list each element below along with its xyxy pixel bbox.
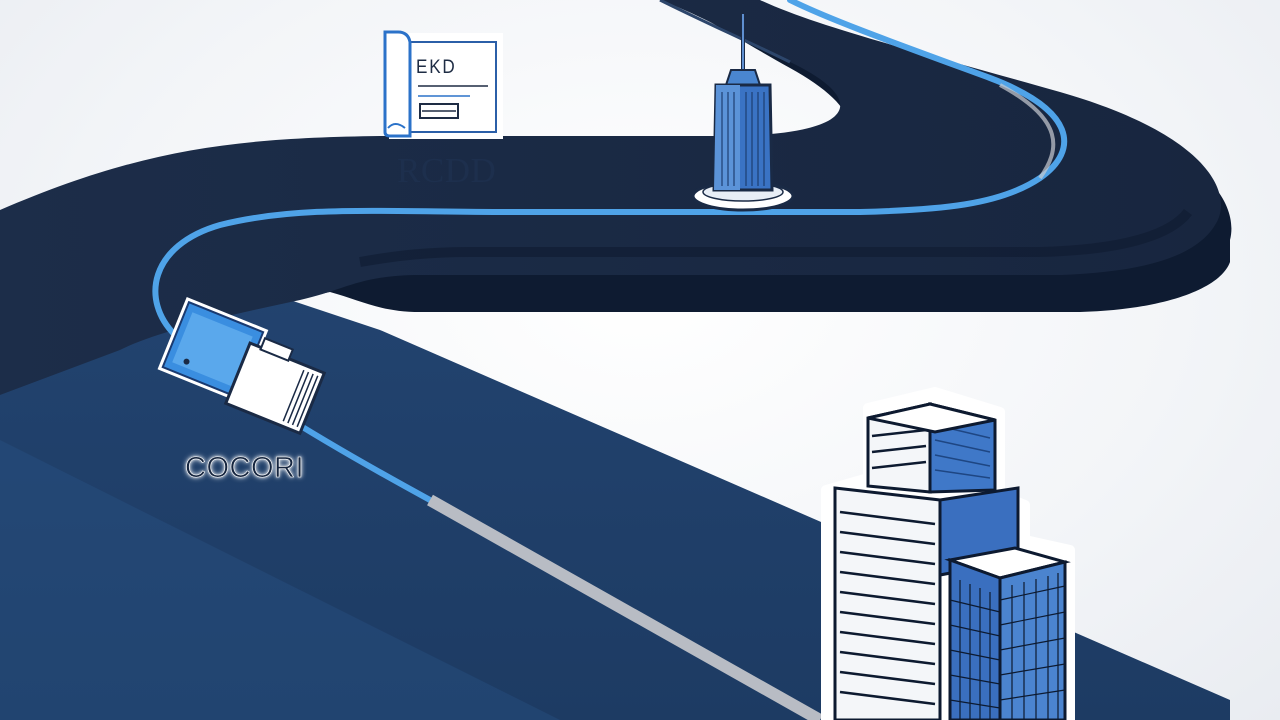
- blueprint-text: E‌K‌D: [416, 57, 457, 78]
- road-curve-inner-band: [359, 208, 1192, 267]
- road-curve-top: [0, 0, 1221, 395]
- road-center-line-gray-upper: [999, 83, 1056, 180]
- road-front-left-shade: [0, 440, 560, 720]
- certification-label: RCDD: [397, 151, 497, 190]
- road-edge-highlight: [659, 0, 791, 64]
- connector-label: COCORI: [185, 452, 304, 485]
- road-center-line-gray: [427, 494, 823, 720]
